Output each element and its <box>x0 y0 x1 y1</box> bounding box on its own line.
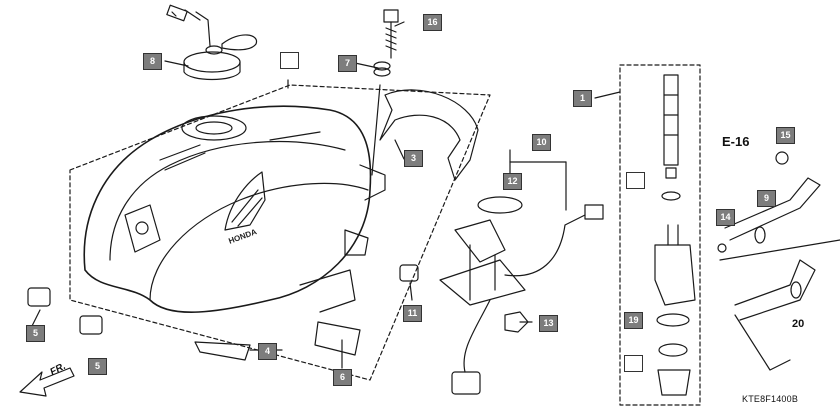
fuel-tank <box>83 105 386 313</box>
blank-reference-box <box>626 172 645 189</box>
grommet <box>399 264 419 282</box>
callout-4: 4 <box>258 343 277 360</box>
tank-group-frame <box>69 84 491 381</box>
fuel-cock-assembly <box>619 64 701 406</box>
fuel-cap <box>166 4 258 81</box>
callout-10: 10 <box>532 134 551 151</box>
blank-reference-box <box>280 52 299 69</box>
front-direction-arrow <box>19 367 75 397</box>
callout-16: 16 <box>423 14 442 31</box>
callout-12: 12 <box>503 173 522 190</box>
callout-6: 6 <box>333 369 352 386</box>
fuel-hoses <box>717 151 840 371</box>
callout-5-right: 5 <box>88 358 107 375</box>
callout-19: 19 <box>624 312 643 329</box>
cushion-rubber <box>27 287 103 335</box>
label-20: 20 <box>792 318 805 330</box>
pad <box>194 341 251 361</box>
callout-3: 3 <box>404 150 423 167</box>
nut <box>504 311 529 333</box>
section-reference: E-16 <box>722 134 750 149</box>
blank-reference-box <box>624 355 643 372</box>
callout-14: 14 <box>716 209 735 226</box>
callout-13: 13 <box>539 315 558 332</box>
callout-15: 15 <box>776 127 795 144</box>
callout-11: 11 <box>403 305 422 322</box>
callout-8: 8 <box>143 53 162 70</box>
diagram-code: KTE8F1400B <box>742 394 799 404</box>
callout-1: 1 <box>573 90 592 107</box>
fuel-pump <box>439 196 604 395</box>
heat-guard <box>379 89 479 181</box>
callout-7: 7 <box>338 55 357 72</box>
callout-9: 9 <box>757 190 776 207</box>
bolt <box>373 9 399 77</box>
mount-bracket <box>314 321 361 356</box>
callout-5-left: 5 <box>26 325 45 342</box>
